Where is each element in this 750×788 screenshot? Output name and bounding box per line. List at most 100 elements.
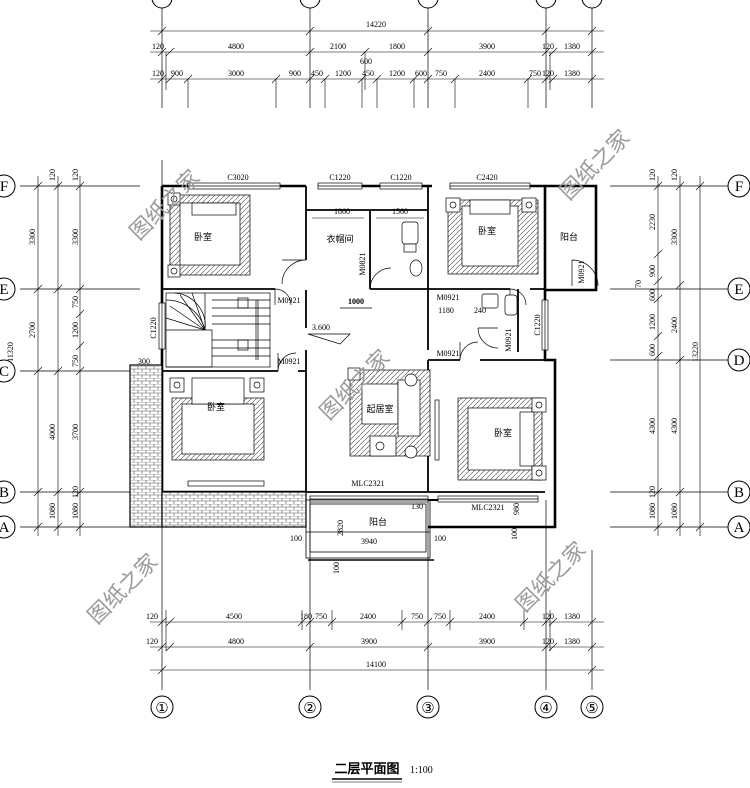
- int-dim-3940: 3940: [361, 537, 377, 546]
- left-outer-0: 3300: [28, 229, 37, 245]
- living-furniture: [347, 367, 431, 459]
- label-m0921-e: M0921: [504, 328, 513, 351]
- int-dim-2820: 2820: [336, 520, 345, 536]
- room-bedroom-nw: 卧室: [194, 231, 212, 243]
- balcony-ne-outline: [544, 185, 597, 291]
- label-m0921-a: M0921: [277, 296, 300, 305]
- room-balcony-ne: 阳台: [560, 231, 578, 243]
- bot-r2-2: 3900: [361, 637, 377, 646]
- int-dim-1860: 1860: [334, 207, 350, 216]
- bot-r1-1: 4500: [226, 612, 242, 621]
- bot-r1-5: 750: [411, 612, 423, 621]
- left-total: 11320: [6, 342, 15, 362]
- top-r2-3: 900: [289, 69, 301, 78]
- axis-label-b-right: B: [734, 485, 744, 501]
- room-bedroom-ne: 卧室: [478, 225, 496, 237]
- opening-labels: C3020 C1220 C1220 C2420 C1220 C1220 M092…: [149, 173, 586, 512]
- interior-walls: [162, 186, 545, 493]
- top-dimension-text: 14220 120 4800 2100 1800 3900 120 1380 6…: [152, 20, 580, 78]
- drawing-scale: 1:100: [410, 765, 433, 776]
- label-m0921-c: M0921: [436, 293, 459, 302]
- top-r1-0: 120: [152, 42, 164, 51]
- right-outer-2: 600: [648, 289, 657, 301]
- label-c3020: C3020: [227, 173, 248, 182]
- top-r2-10: 2400: [479, 69, 495, 78]
- axis-label-c-left: C: [0, 364, 9, 380]
- bottom-dimension-text: 120 4500 180 750 2400 750 750 2400 120 1…: [146, 612, 580, 669]
- bedroom-se-bed: [457, 397, 547, 481]
- left-inner-5: 3700: [71, 424, 80, 440]
- bathroom-fixtures: [401, 221, 518, 316]
- right-outer-4: 600: [648, 344, 657, 356]
- axis-label-d-right: D: [734, 353, 745, 369]
- axis-bubbles: [0, 0, 750, 719]
- axis-labels: ① ② ③ ④ ⑤ F E C B A F E D B A: [0, 179, 745, 717]
- drawing-title: 二层平面图 1:100: [332, 762, 433, 783]
- terrace-south-hatch: [161, 491, 307, 528]
- right-mid-1: 2400: [670, 317, 679, 333]
- right-small-2: 120: [648, 486, 657, 498]
- top-r2-0: 120: [152, 69, 164, 78]
- room-balcony-s: 阳台: [369, 516, 387, 528]
- bot-r2-0: 120: [146, 637, 158, 646]
- room-bedroom-w: 卧室: [207, 401, 225, 413]
- right-mid-0: 3300: [670, 229, 679, 245]
- axis-label-5: ⑤: [585, 701, 598, 717]
- left-inner-4: 750: [71, 355, 80, 367]
- right-outer-1: 900: [648, 265, 657, 277]
- left-dimension-lines: [33, 176, 85, 536]
- axis-label-2: ②: [303, 701, 316, 717]
- bedroom-w-bed: [169, 377, 265, 461]
- room-closet: 衣帽间: [326, 233, 353, 245]
- bot-r1-0: 120: [146, 612, 158, 621]
- label-m0921-b: M0921: [277, 357, 300, 366]
- top-r2-1: 900: [171, 69, 183, 78]
- label-mlc2321-a: MLC2321: [351, 479, 384, 488]
- top-r2-6: 450: [362, 69, 374, 78]
- bottom-dimension-lines: [150, 610, 604, 675]
- top-r2-12: 120: [542, 69, 554, 78]
- top-r2-13: 1380: [564, 69, 580, 78]
- int-dim-300: 300: [138, 357, 150, 366]
- int-dim-1000: 1000: [348, 297, 364, 306]
- left-outer-1: 2700: [28, 322, 37, 338]
- int-dim-240: 240: [474, 306, 486, 315]
- left-outer-3: 1080: [48, 503, 57, 519]
- windows: [158, 182, 549, 503]
- top-r1-5: 120: [542, 42, 554, 51]
- int-dim-980: 980: [512, 503, 521, 515]
- drawing-title-text: 二层平面图: [334, 762, 399, 777]
- right-outer-6: 1080: [648, 503, 657, 519]
- left-inner-6: 120: [71, 486, 80, 498]
- top-r1-1: 4800: [228, 42, 244, 51]
- axis-label-f-right: F: [735, 179, 743, 195]
- int-dim-100-a: 100: [290, 534, 302, 543]
- axis-label-e-left: E: [0, 282, 9, 298]
- bot-r1-2: 180: [300, 612, 312, 621]
- axis-label-a-left: A: [0, 520, 10, 536]
- right-mid-3: 1080: [670, 503, 679, 519]
- left-inner-2: 750: [71, 296, 80, 308]
- label-m0821: M0821: [358, 252, 367, 275]
- top-r2-9: 750: [435, 69, 447, 78]
- axis-label-a-right: A: [734, 520, 745, 536]
- left-inner-0: 120: [71, 169, 80, 181]
- label-c1220-b: C1220: [390, 173, 411, 182]
- right-small-3: 70: [634, 280, 643, 288]
- int-dim-100-c: 100: [332, 562, 341, 574]
- bot-r1-8: 120: [542, 612, 554, 621]
- top-r1-2: 2100: [330, 42, 346, 51]
- top-r2-8: 600: [415, 69, 427, 78]
- right-outer-3: 1200: [648, 314, 657, 330]
- terrace-west-hatch: [129, 364, 163, 528]
- label-c1220-c: C1220: [149, 317, 158, 338]
- right-total: 13220: [691, 342, 700, 362]
- label-m0921-f: M0921: [577, 260, 586, 283]
- top-r2-7: 1200: [389, 69, 405, 78]
- left-outer-2: 4000: [48, 424, 57, 440]
- room-labels: 卧室 卧室 卧室 卧室 衣帽间 起居室 阳台 阳台: [194, 225, 578, 528]
- bot-r1-3: 750: [315, 612, 327, 621]
- int-dim-130: 130: [411, 502, 423, 511]
- label-c1220-a: C1220: [329, 173, 350, 182]
